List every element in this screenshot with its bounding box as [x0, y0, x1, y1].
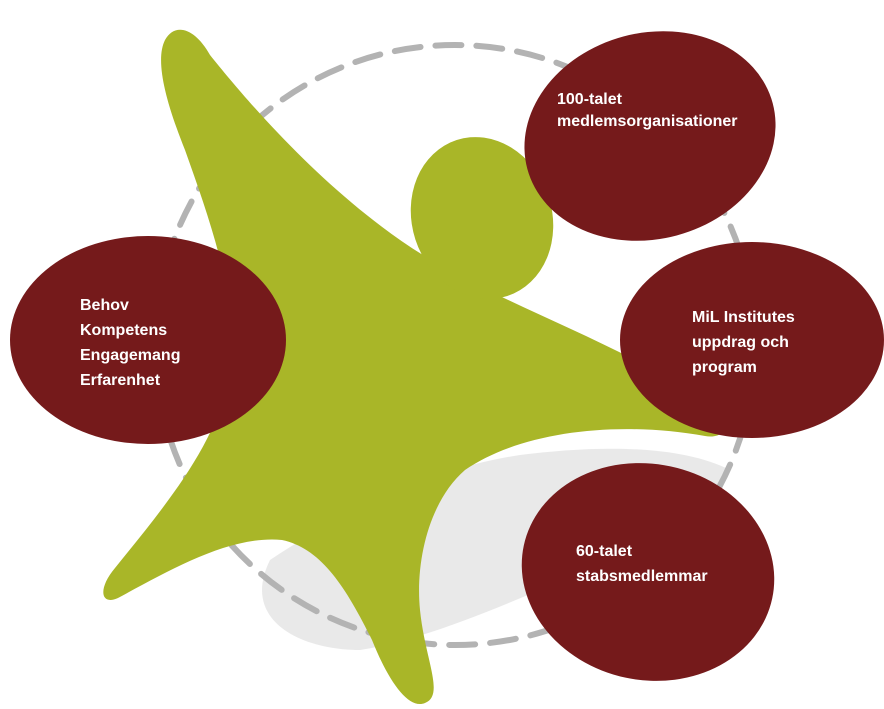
label-line: stabsmedlemmar	[576, 568, 708, 585]
label-line: Kompetens	[80, 322, 167, 339]
person-star-icon	[103, 29, 727, 705]
label-line: Behov	[80, 297, 129, 314]
label-line: Engagemang	[80, 347, 180, 364]
node-bubble	[10, 236, 286, 444]
figure-head	[410, 137, 554, 299]
node-programs: MiL Institutes uppdrag och program	[620, 242, 884, 438]
label-line: program	[692, 359, 757, 376]
label-line: medlemsorganisationer	[557, 113, 738, 130]
label-line: 60-talet	[576, 543, 633, 560]
node-label: 60-talet stabsmedlemmar	[576, 543, 708, 585]
node-bubble	[524, 31, 776, 241]
node-bubble	[521, 463, 775, 681]
node-bubble	[620, 242, 884, 438]
node-label: 100-talet medlemsorganisationer	[557, 91, 738, 130]
node-needs: Behov Kompetens Engagemang Erfarenhet	[10, 236, 286, 444]
node-member-organisations: 100-talet medlemsorganisationer	[524, 31, 776, 241]
node-staff: 60-talet stabsmedlemmar	[521, 463, 775, 681]
node-label: Behov Kompetens Engagemang Erfarenhet	[80, 297, 185, 389]
label-line: uppdrag och	[692, 334, 789, 351]
label-line: Erfarenhet	[80, 372, 161, 389]
figure-body	[103, 29, 727, 705]
label-line: 100-talet	[557, 91, 623, 108]
label-line: MiL Institutes	[692, 309, 795, 326]
node-label: MiL Institutes uppdrag och program	[692, 309, 799, 376]
